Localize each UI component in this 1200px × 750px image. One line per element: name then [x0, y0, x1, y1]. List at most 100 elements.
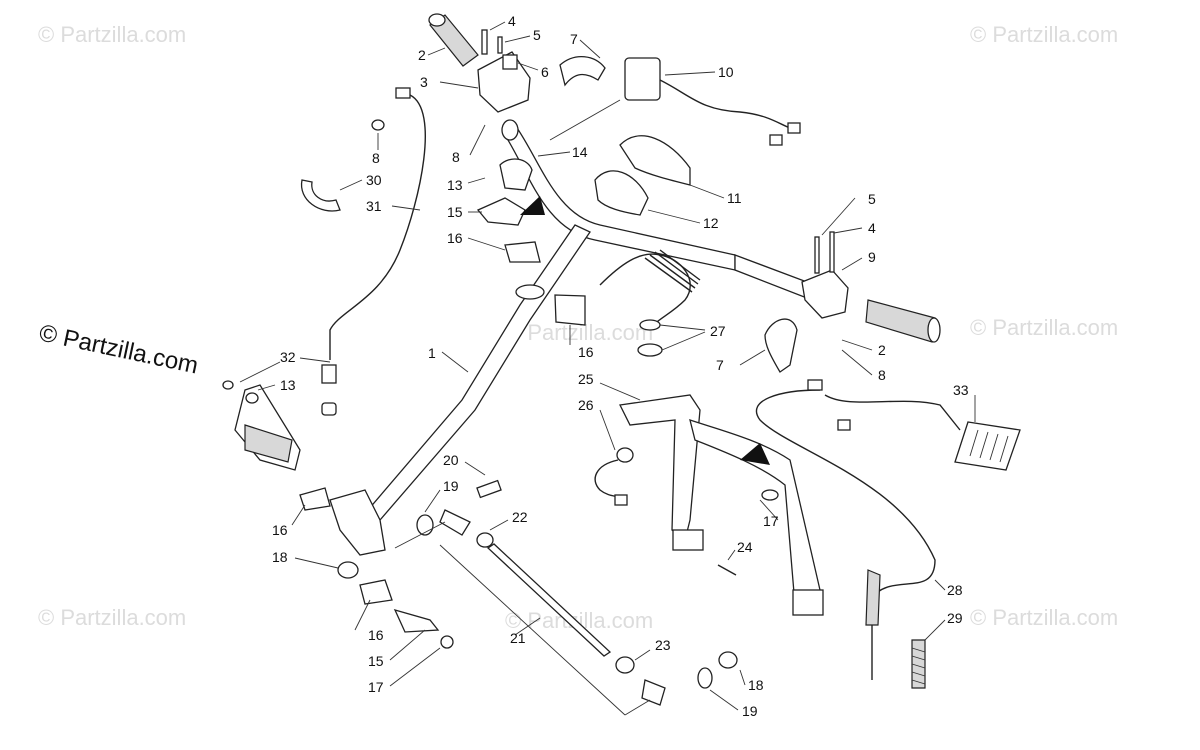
callout-14: 14 — [572, 144, 588, 160]
right-housing-9 — [801, 269, 849, 319]
callout-15b: 15 — [368, 653, 384, 669]
foot-plate-right — [792, 589, 824, 616]
bushing-18-right — [718, 651, 738, 669]
callout-6: 6 — [541, 64, 549, 80]
callout-7a: 7 — [570, 31, 578, 47]
callout-29: 29 — [947, 610, 963, 626]
callout-17b: 17 — [763, 513, 779, 529]
callout-22: 22 — [512, 509, 528, 525]
clip-7-top — [559, 56, 606, 87]
watermark-prominent: © Partzilla.com — [37, 319, 201, 379]
callout-20: 20 — [443, 452, 459, 468]
leader-10-bar — [549, 99, 621, 141]
cable-31-end — [395, 87, 411, 99]
connector-10a — [787, 122, 801, 134]
pad-6 — [502, 54, 518, 70]
callout-7b: 7 — [716, 357, 724, 373]
callout-16b: 16 — [578, 344, 594, 360]
nut-27b — [637, 343, 663, 357]
callout-31: 31 — [366, 198, 382, 214]
pin-5-left — [497, 36, 503, 54]
handlebar — [501, 119, 816, 301]
callout-2b: 2 — [878, 342, 886, 358]
post-bracket — [329, 489, 386, 556]
tether-cord — [599, 253, 691, 331]
wire-26 — [594, 459, 626, 501]
clip-8-cable — [371, 119, 385, 131]
right-grip — [865, 299, 936, 343]
callout-32: 32 — [280, 349, 296, 365]
cable-31-cap — [321, 402, 337, 416]
callout-5a: 5 — [533, 27, 541, 43]
cable-33-lead — [824, 394, 961, 431]
callout-25: 25 — [578, 371, 594, 387]
callout-2a: 2 — [418, 47, 426, 63]
callout-8b: 8 — [372, 150, 380, 166]
bushing-17-right — [761, 489, 779, 501]
watermark-bottom-right: © Partzilla.com — [970, 605, 1118, 630]
cable-end-28 — [807, 379, 823, 391]
guide-line-1 — [394, 521, 446, 549]
clip-32 — [222, 380, 234, 390]
callout-30: 30 — [366, 172, 382, 188]
watermark-top-right: © Partzilla.com — [970, 22, 1118, 47]
washer-19-lower — [697, 667, 713, 689]
rod-end-19-lower — [641, 679, 666, 706]
watermark-mid-right: © Partzilla.com — [970, 315, 1118, 340]
bracket-32-pad — [244, 424, 293, 463]
bolt-20 — [476, 479, 502, 499]
callout-33: 33 — [953, 382, 969, 398]
steering-post — [367, 224, 591, 521]
callout-26: 26 — [578, 397, 594, 413]
rod-end-19-upper — [439, 509, 471, 536]
connector-26 — [614, 494, 628, 506]
callout-16c: 16 — [272, 522, 288, 538]
clamp-16-upper — [504, 241, 541, 263]
clamp-16-mid — [554, 294, 586, 326]
callout-23: 23 — [655, 637, 671, 653]
callout-17a: 17 — [368, 679, 384, 695]
callout-19b: 19 — [742, 703, 758, 719]
callout-16d: 16 — [368, 627, 384, 643]
heater-pad-33-lines — [969, 429, 1009, 463]
callout-11: 11 — [727, 190, 742, 206]
nut-23 — [615, 656, 635, 674]
grip-cover-12 — [594, 170, 649, 216]
cable-28 — [755, 389, 936, 621]
cable-31-fitting — [321, 364, 337, 384]
screw-4-right — [829, 231, 835, 273]
clamp-30 — [300, 179, 341, 212]
guide-line-3 — [624, 699, 651, 716]
callout-4a: 4 — [508, 13, 516, 29]
switch-26 — [616, 447, 634, 463]
callout-19a: 19 — [443, 478, 459, 494]
callout-28: 28 — [947, 582, 963, 598]
callout-12: 12 — [703, 215, 719, 231]
callout-10: 10 — [718, 64, 734, 80]
spring-29-coils — [911, 647, 926, 685]
throttle-sensor-28 — [865, 569, 881, 626]
clamp-15-upper — [476, 197, 526, 226]
watermark-top-left: © Partzilla.com — [38, 22, 186, 47]
callout-5b: 5 — [868, 191, 876, 207]
connector-10b — [769, 134, 783, 146]
clip-7-right — [764, 318, 798, 373]
bushing-18-left — [337, 561, 359, 579]
foot-plate-left — [672, 529, 704, 551]
callout-21: 21 — [510, 630, 526, 646]
cable-31 — [329, 94, 426, 360]
bolt-13-lower — [245, 392, 259, 404]
callout-15a: 15 — [447, 204, 463, 220]
screw-4-left — [481, 29, 488, 55]
callout-9: 9 — [868, 249, 876, 265]
guide-line-2 — [439, 544, 626, 716]
callout-18a: 18 — [272, 549, 288, 565]
clamp-14 — [499, 158, 533, 191]
callout-13b: 13 — [280, 377, 296, 393]
callout-24: 24 — [737, 539, 753, 555]
clamp-15-lower — [393, 608, 440, 633]
arrow-marker-upper — [520, 196, 545, 215]
callout-13a: 13 — [447, 177, 463, 193]
heater-pad-33 — [954, 421, 1021, 471]
